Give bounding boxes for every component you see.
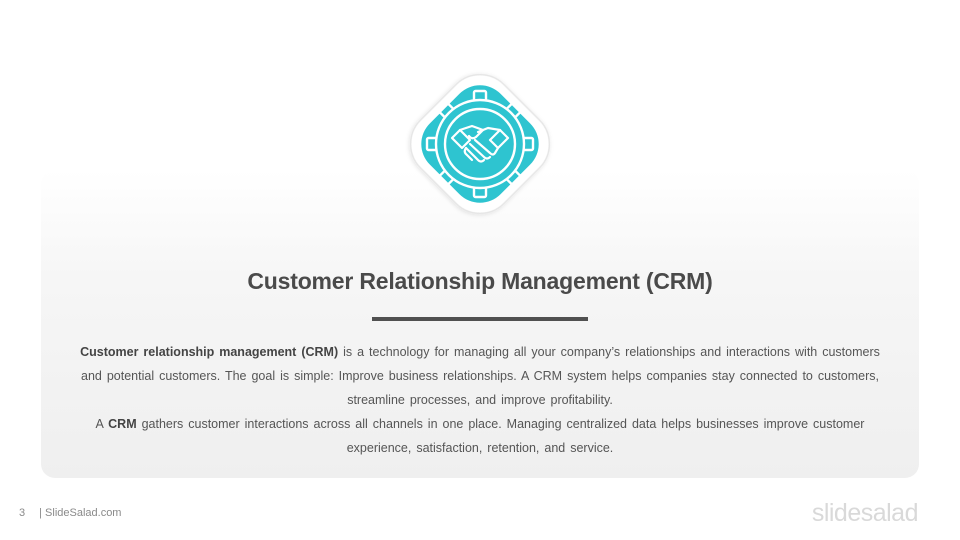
slide-footer: 3 | SlideSalad.com — [19, 507, 121, 519]
description-paragraph-2: A CRM gathers customer interactions acro… — [68, 412, 892, 460]
crm-definition-term: Customer relationship management (CRM) — [80, 345, 339, 359]
title-underline — [372, 317, 588, 321]
brand-logo: slidesalad — [811, 499, 919, 527]
crm-usage-prefix: A — [95, 417, 109, 431]
crm-badge — [380, 44, 580, 244]
footer-source: | SlideSalad.com — [39, 507, 122, 519]
description: Customer relationship management (CRM) i… — [68, 340, 892, 460]
crm-definition-text: is a technology for managing all your co… — [81, 345, 880, 407]
handshake-gear-icon — [409, 73, 551, 215]
crm-usage-text: gathers customer interactions across all… — [136, 417, 865, 455]
page-number: 3 — [19, 507, 26, 519]
crm-usage-term: CRM — [108, 417, 137, 431]
content-card — [41, 170, 919, 478]
description-paragraph-1: Customer relationship management (CRM) i… — [68, 340, 892, 412]
page-title: Customer Relationship Management (CRM) — [247, 268, 713, 294]
